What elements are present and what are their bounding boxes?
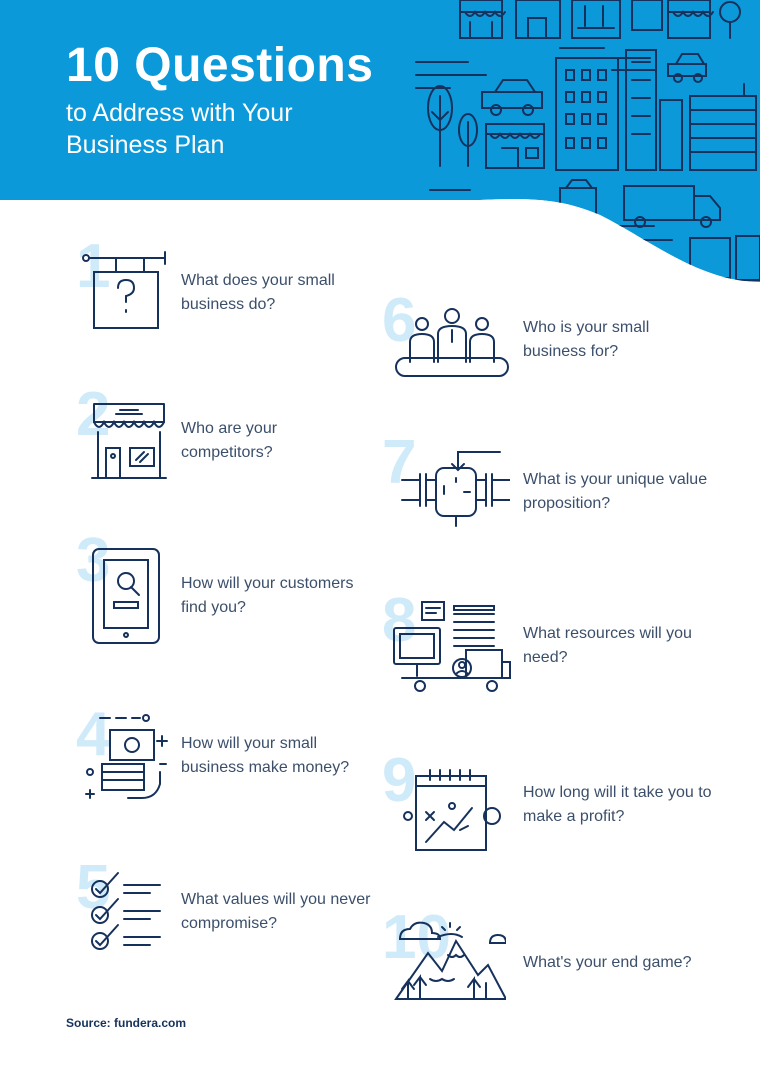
question-sign-icon (82, 251, 166, 329)
page-title: 10 Questions (66, 39, 374, 92)
question-text: What values will you never compromise? (181, 891, 371, 932)
question-number: 7 (382, 428, 417, 497)
question-text: What resources will you need? (523, 625, 692, 666)
city-illustration (0, 0, 760, 290)
question-number: 9 (382, 746, 417, 815)
people-group-icon (395, 308, 509, 377)
header-banner: 10 Questions to Address with Your Busine… (0, 0, 760, 290)
question-text: How will your customers find you? (181, 575, 354, 616)
question-item-8: 8 What resources will you need? (382, 590, 712, 700)
resources-icon (393, 601, 511, 692)
source-credit: Source: fundera.com (66, 1016, 187, 1030)
tablet-search-icon (92, 548, 160, 644)
question-item-5: 5 What values will you never compromise? (76, 855, 376, 965)
question-text: Who is your small business for? (523, 319, 650, 360)
question-text: How will your small business make money? (181, 735, 350, 776)
question-item-9: 9 How long will it take you to make a pr… (382, 750, 712, 860)
question-item-3: 3 How will your customers find you? (76, 530, 376, 650)
question-item-7: 7 What is your unique value proposition? (382, 430, 712, 540)
question-text: Who are your competitors? (181, 420, 278, 461)
pipe-valve-icon (401, 451, 510, 527)
page-subtitle: to Address with Your Business Plan (66, 99, 293, 159)
money-bills-icon (85, 714, 168, 799)
storefront-icon (91, 403, 167, 479)
question-text: What is your unique value proposition? (523, 471, 708, 512)
question-text: What does your small business do? (181, 272, 335, 313)
question-item-6: 6 Who is your small business for? (382, 290, 712, 386)
question-item-2: 2 Who are your competitors? (76, 380, 376, 490)
question-text: How long will it take you to make a prof… (523, 784, 712, 825)
question-item-4: 4 How will your small business make mone… (76, 700, 376, 810)
mountain-landscape-icon (394, 921, 506, 1000)
checklist-icon (91, 872, 161, 950)
question-item-10: 10 What's your end game? (382, 905, 712, 1010)
question-number: 4 (76, 700, 111, 769)
question-item-1: 1 What does your small business do? (76, 236, 376, 336)
question-text: What's your end game? (523, 954, 692, 971)
calendar-chart-icon (403, 769, 501, 851)
